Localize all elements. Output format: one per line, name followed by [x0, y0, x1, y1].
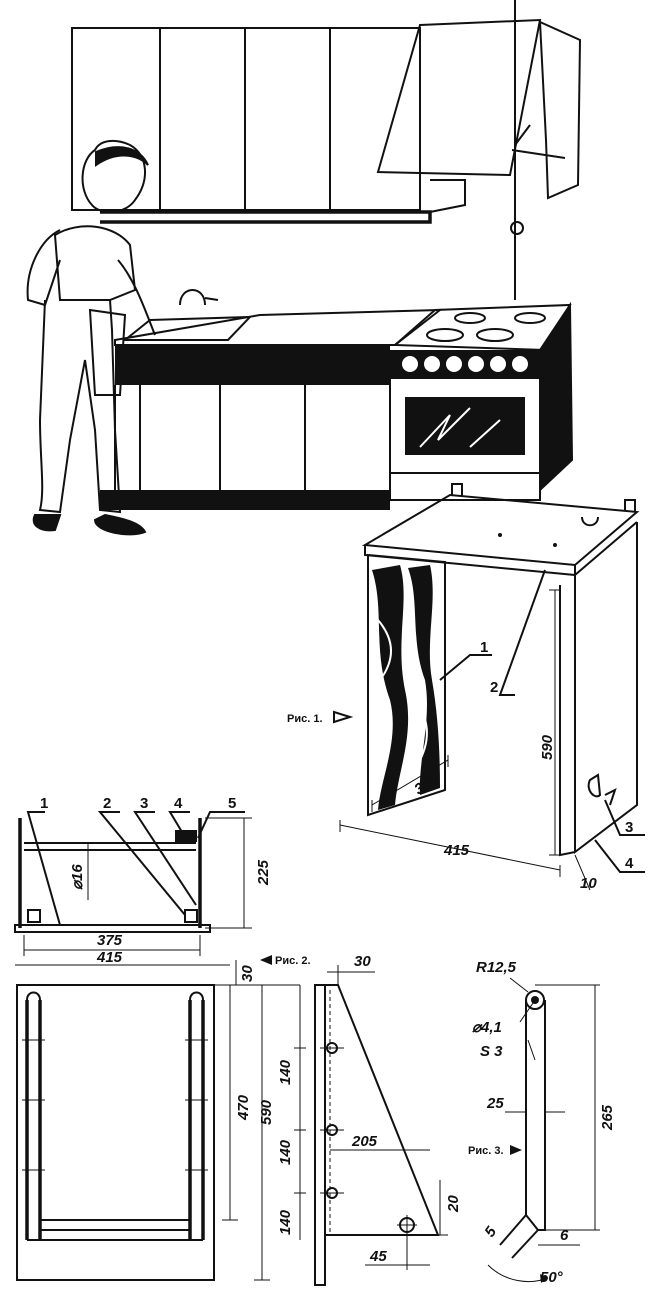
kitchen-illustration — [26, 0, 582, 536]
fig2-dim-spacing-b: 140 — [277, 1139, 294, 1165]
fig2-dim-side-gap: 30 — [354, 953, 371, 970]
hood-cabinet-open — [376, 0, 582, 300]
woman-figure — [26, 139, 156, 536]
fig2-dim-diameter: ⌀16 — [69, 864, 86, 890]
fig3-dim-tip-b: 6 — [560, 1227, 569, 1244]
fig2-dim-spacing-a: 140 — [277, 1059, 294, 1085]
fig2-dim-height-top: 225 — [255, 859, 272, 886]
fig2-callout-2: 2 — [103, 795, 111, 812]
fig2-brace — [325, 984, 440, 1236]
fig2-caption: Рис. 2. — [275, 955, 311, 967]
fig2-dim-plan-inner: 470 — [235, 1094, 252, 1121]
fig3-dim-thickness: S 3 — [480, 1043, 503, 1060]
countertop-edge — [115, 345, 390, 385]
fig2-front-view: ⌀16 225 375 415 1 2 3 4 5 — [14, 795, 272, 966]
fig1-wood-grain — [372, 565, 440, 810]
fig2-dim-inner-width: 375 — [97, 932, 123, 949]
fig1-callout-1: 1 — [480, 639, 488, 656]
fig1-dim-width: 415 — [443, 842, 470, 859]
fig2-dim-brace-rise: 20 — [445, 1195, 462, 1213]
wall-cabinets — [71, 27, 466, 224]
fig1-top-panel — [361, 493, 640, 567]
fig3-hinge-strap: 265 25 R12,5 ⌀4,1 S 3 5 6 50° Рис. 3. — [468, 959, 616, 1286]
fig1-cabinet-perspective: 415 300 590 10 1 2 3 4 Рис. 1. — [287, 483, 645, 892]
fig2-dim-top-gap: 30 — [239, 965, 256, 982]
fig2-plan-view: 470 590 30 Рис. 2. — [16, 955, 311, 1281]
plinth — [100, 490, 390, 510]
fig2-callout-3: 3 — [140, 795, 148, 812]
fig3-dim-width: 25 — [486, 1095, 504, 1112]
fig2-plan-panel — [16, 984, 215, 1281]
fig1-callout-2: 2 — [490, 679, 498, 696]
fig2-callout-4: 4 — [174, 795, 183, 812]
fig1-caption: Рис. 1. — [287, 713, 323, 725]
fig2-dim-brace-length: 205 — [351, 1133, 378, 1150]
fig3-dim-length: 265 — [599, 1104, 616, 1131]
fig1-dim-height: 590 — [539, 734, 556, 760]
fig1-right-panel — [574, 522, 638, 855]
fig1-dim-offset: 10 — [580, 875, 597, 892]
fig3-caption: Рис. 3. — [468, 1145, 504, 1157]
fig2-callout-1: 1 — [40, 795, 48, 812]
fig2-dim-spacing-c: 140 — [277, 1209, 294, 1235]
base-cabinets — [100, 289, 444, 510]
fig2-dim-outer-width: 415 — [96, 949, 123, 966]
fig2-callout-5: 5 — [228, 795, 236, 812]
fig1-left-panel — [367, 553, 446, 817]
fig2-plan-screws — [22, 1039, 208, 1171]
fig2-side-bracket: 30 140 140 140 205 45 20 — [277, 953, 462, 1286]
gas-stove — [389, 301, 574, 501]
oven-window — [405, 397, 525, 455]
fig2-dim-plan-depth: 590 — [258, 1099, 275, 1125]
fig3-dim-radius: R12,5 — [476, 959, 517, 976]
fig3-dim-angle: 50° — [540, 1269, 564, 1286]
fig3-dim-hole: ⌀4,1 — [472, 1019, 502, 1036]
fig3-dim-tip-a: 5 — [481, 1223, 500, 1240]
fig2-dim-brace-foot: 45 — [369, 1248, 387, 1265]
fig1-callout-4: 4 — [625, 855, 634, 872]
fig3-strap — [525, 1000, 546, 1231]
fig1-callout-3: 3 — [625, 819, 633, 836]
fig2-bracket-screws — [320, 1042, 417, 1235]
